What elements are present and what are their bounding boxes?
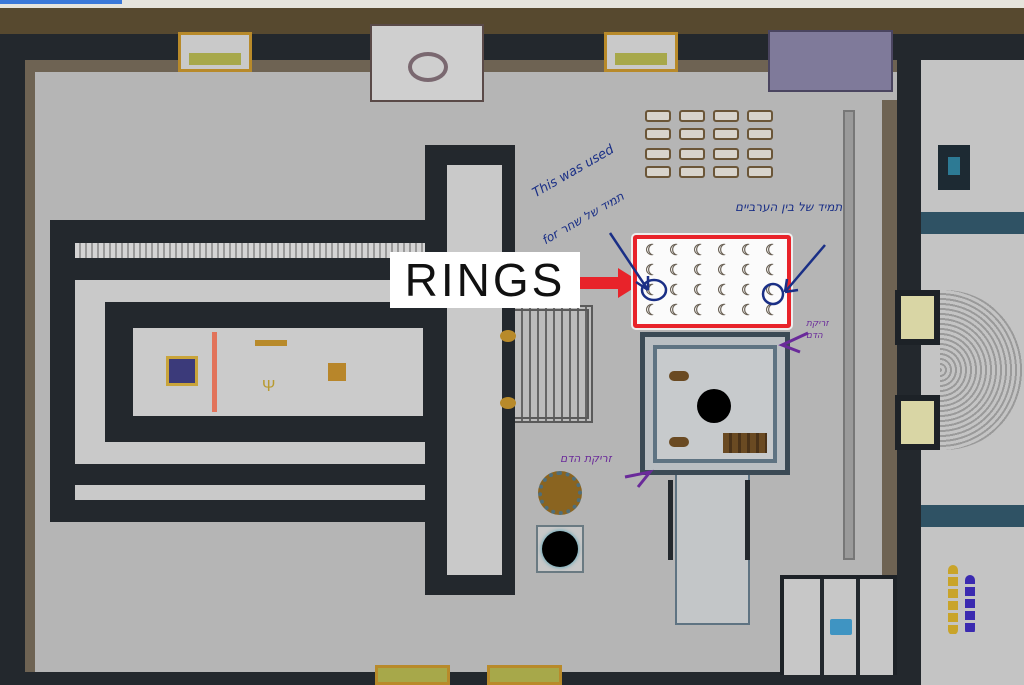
ring-icon: ☾ bbox=[645, 302, 659, 319]
ring-icon: ☾ bbox=[717, 262, 731, 279]
east-court-wall bbox=[921, 34, 1024, 60]
ring-icon: ☾ bbox=[669, 302, 683, 319]
gate-house-purple bbox=[768, 30, 893, 92]
parochet-curtain bbox=[212, 332, 217, 412]
table-icon bbox=[255, 340, 287, 346]
gate-north-1 bbox=[178, 32, 252, 72]
incense-altar-icon bbox=[328, 363, 346, 381]
laver-icon bbox=[538, 471, 582, 515]
top-strip bbox=[0, 0, 1024, 8]
ring-icon: ☾ bbox=[717, 282, 731, 299]
south-wall bbox=[0, 672, 900, 685]
ring-icon: ☾ bbox=[765, 242, 779, 259]
ring-icon: ☾ bbox=[669, 262, 683, 279]
ring-icon: ☾ bbox=[741, 242, 755, 259]
altar-pit-icon bbox=[697, 389, 731, 423]
ulam-interior bbox=[447, 165, 502, 575]
heichal-chambers-north bbox=[75, 280, 425, 302]
ring-icon: ☾ bbox=[717, 242, 731, 259]
east-court-band-top bbox=[921, 212, 1024, 234]
pillar-jachin bbox=[500, 330, 516, 342]
heichal-chambers-west bbox=[75, 302, 105, 442]
ring-icon: ☾ bbox=[645, 262, 659, 279]
ash-pile-icon bbox=[669, 371, 689, 381]
ring-icon: ☾ bbox=[765, 302, 779, 319]
gate-house-north bbox=[370, 24, 484, 102]
purple-pillars-icon bbox=[965, 575, 975, 635]
ring-icon: ☾ bbox=[741, 262, 755, 279]
gate-south-1 bbox=[375, 665, 450, 685]
nikanor-gate-north bbox=[895, 290, 940, 345]
bottom-chambers bbox=[780, 575, 897, 679]
ring-icon: ☾ bbox=[693, 282, 707, 299]
outer-olive-band bbox=[0, 8, 1024, 34]
annotation-arrow-purple-top bbox=[778, 331, 809, 354]
ring-icon: ☾ bbox=[669, 242, 683, 259]
rings-label-box: RINGS bbox=[390, 252, 580, 308]
annotation-arrow-purple-bottom bbox=[624, 469, 654, 488]
ash-pile-icon-2 bbox=[669, 437, 689, 447]
west-wall-inner bbox=[25, 60, 35, 685]
rings-arrow-icon bbox=[580, 268, 642, 298]
ring-icon: ☾ bbox=[645, 242, 659, 259]
gold-pillars-icon bbox=[948, 565, 958, 635]
pit-icon bbox=[536, 525, 584, 573]
east-column-rail bbox=[843, 110, 855, 560]
annotation-text-purple-bottom: זריקת הדם bbox=[560, 452, 612, 465]
east-court-band-bottom bbox=[921, 505, 1024, 527]
wood-icon bbox=[723, 433, 767, 453]
gate-south-2 bbox=[487, 665, 562, 685]
heichal-corridor-top bbox=[75, 243, 425, 258]
ring-icon: ☾ bbox=[741, 282, 755, 299]
west-wall bbox=[0, 34, 25, 685]
ring-icon: ☾ bbox=[741, 302, 755, 319]
ring-icon: ☾ bbox=[693, 302, 707, 319]
east-wall bbox=[897, 34, 921, 685]
east-court-dark-square bbox=[938, 145, 970, 190]
nikanor-gate-south bbox=[895, 395, 940, 450]
ring-icon: ☾ bbox=[765, 262, 779, 279]
altar bbox=[640, 332, 790, 475]
annotation-circle-left bbox=[640, 278, 668, 302]
tables-grid bbox=[645, 110, 775, 180]
east-chambers bbox=[882, 100, 897, 670]
annotation-circle-right bbox=[761, 282, 785, 306]
ring-icon: ☾ bbox=[693, 242, 707, 259]
annotation-text-purple-top: זריקת הדם bbox=[806, 319, 829, 341]
annotation-text-right: תמיד של בין הערביים bbox=[735, 200, 843, 214]
menorah-icon: Ψ bbox=[262, 378, 276, 395]
rings-label: RINGS bbox=[404, 254, 566, 306]
ring-icon: ☾ bbox=[717, 302, 731, 319]
ramp-rail-left bbox=[668, 480, 673, 560]
ring-icon: ☾ bbox=[693, 262, 707, 279]
annotation-arrow-right bbox=[784, 244, 826, 293]
altar-ramp bbox=[675, 475, 750, 625]
progress-line bbox=[0, 0, 122, 4]
steps bbox=[515, 305, 593, 423]
ramp-rail-right bbox=[745, 480, 750, 560]
heichal-corridor-bottom bbox=[75, 485, 425, 500]
ark-icon bbox=[166, 356, 198, 386]
gate-north-2 bbox=[604, 32, 678, 72]
pillar-boaz bbox=[500, 397, 516, 409]
lock-icon bbox=[830, 619, 852, 635]
annotation-arrow-left bbox=[608, 232, 650, 291]
ring-icon: ☾ bbox=[669, 282, 683, 299]
heichal-chambers-south bbox=[75, 442, 425, 464]
